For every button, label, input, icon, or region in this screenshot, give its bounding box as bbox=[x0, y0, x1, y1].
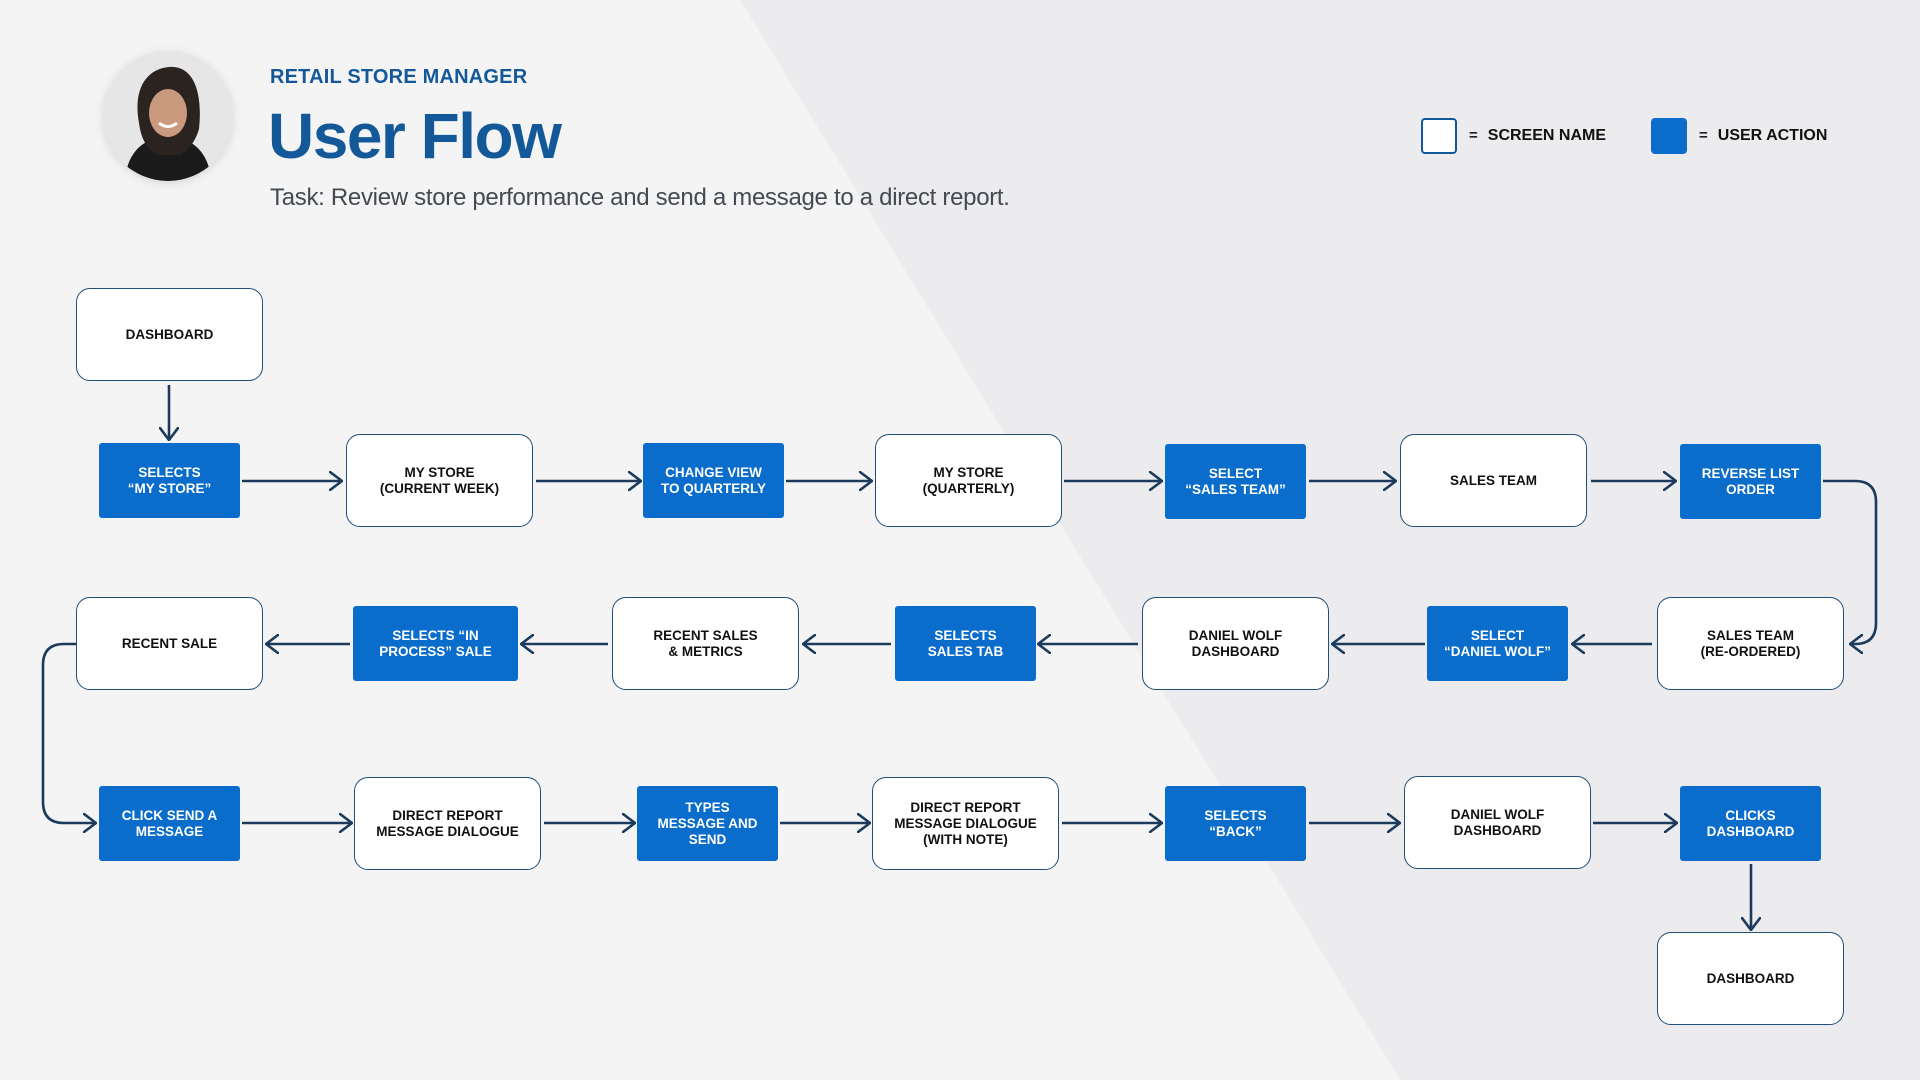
screen-node-direct-report-message-dialogue[interactable]: DIRECT REPORT MESSAGE DIALOGUE bbox=[354, 777, 541, 870]
screen-node-recent-sales-metrics[interactable]: RECENT SALES & METRICS bbox=[612, 597, 799, 690]
action-node-clicks-dashboard[interactable]: CLICKS DASHBOARD bbox=[1680, 786, 1821, 861]
action-node-reverse-list-order[interactable]: REVERSE LIST ORDER bbox=[1680, 444, 1821, 519]
screen-node-recent-sale[interactable]: RECENT SALE bbox=[76, 597, 263, 690]
screen-node-sales-team[interactable]: SALES TEAM bbox=[1400, 434, 1587, 527]
action-node-select-sales-team[interactable]: SELECT “SALES TEAM” bbox=[1165, 444, 1306, 519]
legend-screen-swatch bbox=[1421, 117, 1457, 154]
persona-eyebrow: RETAIL STORE MANAGER bbox=[270, 66, 528, 88]
action-node-types-message-and-send[interactable]: TYPES MESSAGE AND SEND bbox=[637, 786, 778, 861]
legend-action-label: USER ACTION bbox=[1717, 126, 1828, 144]
avatar bbox=[103, 51, 233, 181]
action-node-change-view-to-quarterly[interactable]: CHANGE VIEW TO QUARTERLY bbox=[643, 443, 784, 518]
person-portrait-icon bbox=[103, 51, 233, 181]
screen-node-dashboard-final[interactable]: DASHBOARD bbox=[1657, 932, 1844, 1025]
screen-node-dashboard[interactable]: DASHBOARD bbox=[76, 288, 263, 381]
screen-node-daniel-wolf-dashboard[interactable]: DANIEL WOLF DASHBOARD bbox=[1142, 597, 1329, 690]
screen-node-my-store-quarterly[interactable]: MY STORE (QUARTERLY) bbox=[875, 434, 1062, 527]
legend-screen-name: = SCREEN NAME bbox=[1421, 117, 1606, 154]
legend-action-swatch bbox=[1651, 117, 1687, 154]
screen-node-my-store-current-week[interactable]: MY STORE (CURRENT WEEK) bbox=[346, 434, 533, 527]
legend-user-action: = USER ACTION bbox=[1651, 117, 1827, 154]
action-node-selects-in-process-sale[interactable]: SELECTS “IN PROCESS” SALE bbox=[353, 606, 518, 681]
legend-screen-label: SCREEN NAME bbox=[1487, 126, 1606, 144]
action-node-selects-back[interactable]: SELECTS “BACK” bbox=[1165, 786, 1306, 861]
screen-node-direct-report-message-dialogue-with-note[interactable]: DIRECT REPORT MESSAGE DIALOGUE (WITH NOT… bbox=[872, 777, 1059, 870]
action-node-selects-sales-tab[interactable]: SELECTS SALES TAB bbox=[895, 606, 1036, 681]
task-description: Task: Review store performance and send … bbox=[270, 184, 1010, 211]
screen-node-daniel-wolf-dashboard-return[interactable]: DANIEL WOLF DASHBOARD bbox=[1404, 776, 1591, 869]
legend-equals: = bbox=[1699, 127, 1708, 144]
action-node-click-send-a-message[interactable]: CLICK SEND A MESSAGE bbox=[99, 786, 240, 861]
page-title: User Flow bbox=[268, 100, 562, 172]
screen-node-sales-team-reordered[interactable]: SALES TEAM (RE-ORDERED) bbox=[1657, 597, 1844, 690]
action-node-select-daniel-wolf[interactable]: SELECT “DANIEL WOLF” bbox=[1427, 606, 1568, 681]
legend-equals: = bbox=[1469, 127, 1478, 144]
action-node-selects-my-store[interactable]: SELECTS “MY STORE” bbox=[99, 443, 240, 518]
